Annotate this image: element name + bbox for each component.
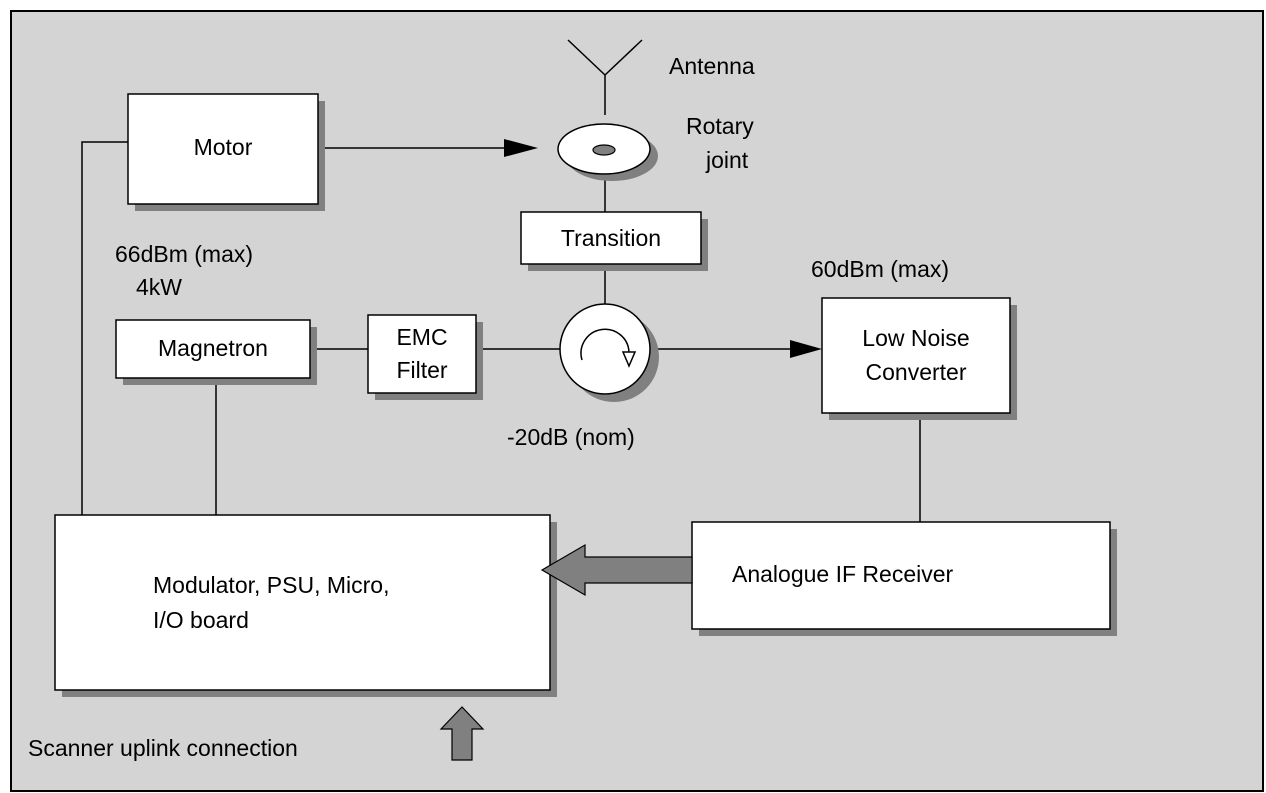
circulator-icon [559,303,659,402]
emc-filter-label-line2: Filter [396,357,447,383]
converter-power-label: 60dBm (max) [811,256,949,282]
magnetron-power-label-line1: 66dBm (max) [115,241,253,267]
circulator-to-converter-arrow [650,340,822,358]
rotary-joint-icon [557,123,658,181]
motor-to-rotary-arrow [318,139,538,157]
converter-label-line1: Low Noise [862,325,969,351]
converter-label-line2: Converter [866,359,967,385]
transition-block [520,211,708,271]
circulator-isolation-label: -20dB (nom) [507,424,635,450]
magnetron-power-label-line2: 4kW [136,274,182,300]
antenna-label: Antenna [669,53,755,79]
transition-label: Transition [561,225,661,251]
receiver-to-modulator-arrow [540,543,693,597]
uplink-label: Scanner uplink connection [28,735,298,761]
uplink-arrow [439,706,485,761]
antenna-icon [567,39,643,115]
receiver-block [691,521,1117,636]
rotary-joint-label-line2: joint [705,147,749,173]
low-noise-converter-block [821,297,1017,420]
magnetron-label: Magnetron [158,335,268,361]
magnetron-block [115,319,317,385]
rotary-joint-label-line1: Rotary [686,113,754,139]
modulator-label-line2: I/O board [153,607,249,633]
emc-filter-label-line1: EMC [396,324,447,350]
receiver-label: Analogue IF Receiver [732,561,954,587]
motor-block [127,93,325,211]
motor-label: Motor [194,134,253,160]
modulator-block [54,514,557,697]
modulator-label-line1: Modulator, PSU, Micro, [153,572,389,598]
emc-filter-block [367,314,483,400]
modulator-to-motor-line [81,141,128,515]
